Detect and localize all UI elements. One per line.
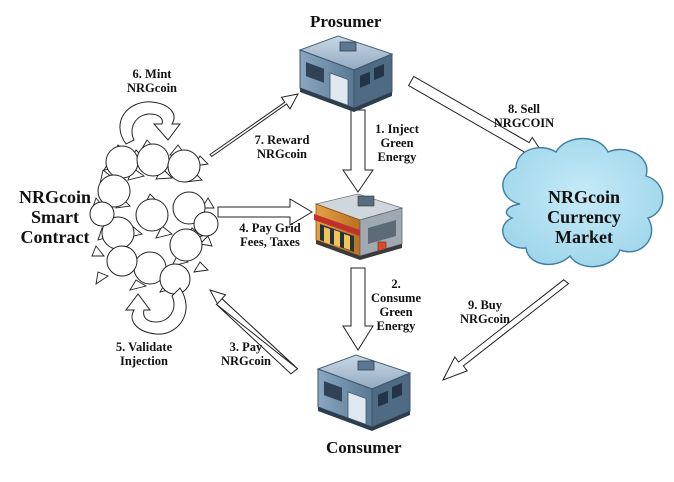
edge-label-mint-line-1: 6. Mint xyxy=(132,67,172,81)
prosumer-label: Prosumer xyxy=(310,12,382,31)
contract-label-line-2: Smart xyxy=(31,206,79,227)
arrow-consume xyxy=(342,267,374,351)
grid-store-icon xyxy=(314,193,404,260)
edge-label-pay-grid-line-1: 4. Pay Grid xyxy=(239,221,301,235)
edge-label-pay-line-2: NRGcoin xyxy=(221,354,271,368)
edge-label-sell: 8. Sell NRGCOIN xyxy=(489,102,559,130)
arrow-pay-grid xyxy=(217,198,313,226)
edge-label-inject: 1. Inject Green Energy xyxy=(365,122,429,164)
edge-label-pay-line-1: 3. Pay xyxy=(229,340,263,354)
arrow-pay xyxy=(208,289,299,375)
consumer-label: Consumer xyxy=(326,438,402,457)
edge-label-consume-line-1: 2. xyxy=(391,277,401,291)
edge-label-consume-line-3: Green xyxy=(379,305,413,319)
edge-label-mint: 6. Mint NRGcoin xyxy=(117,67,187,95)
edge-label-reward-line-2: NRGcoin xyxy=(257,147,307,161)
edge-label-sell-line-1: 8. Sell xyxy=(508,102,540,116)
edge-label-inject-line-3: Energy xyxy=(377,150,417,164)
prosumer-building-icon xyxy=(298,35,394,112)
edge-label-buy: 9. Buy NRGcoin xyxy=(450,298,520,326)
edge-label-validate-line-2: Injection xyxy=(120,354,168,368)
arrow-inject xyxy=(342,109,374,193)
edge-label-inject-line-2: Green xyxy=(380,136,414,150)
arrow-reward xyxy=(209,93,299,158)
market-label-line-2: Currency xyxy=(547,206,621,227)
consumer-building-icon xyxy=(316,354,412,431)
contract-label: NRGcoin Smart Contract xyxy=(16,187,94,247)
contract-label-line-3: Contract xyxy=(20,226,90,247)
edge-label-pay-grid-line-2: Fees, Taxes xyxy=(240,235,300,249)
market-cloud-shape xyxy=(502,137,664,268)
edge-label-pay-grid: 4. Pay Grid Fees, Taxes xyxy=(228,221,312,249)
edge-label-consume-line-2: Consume xyxy=(370,291,421,305)
edge-label-validate: 5. Validate Injection xyxy=(104,340,184,368)
edge-label-pay: 3. Pay NRGcoin xyxy=(208,340,284,368)
contract-label-line-1: NRGcoin xyxy=(19,187,91,207)
blockchain-network-icon xyxy=(89,139,219,295)
market-label: NRGcoin Currency Market xyxy=(538,187,630,247)
edge-label-buy-line-2: NRGcoin xyxy=(460,312,510,326)
arrow-buy xyxy=(441,279,570,381)
market-label-line-3: Market xyxy=(555,226,613,247)
edge-label-sell-line-2: NRGCOIN xyxy=(493,116,555,130)
mint-loop-arrow xyxy=(119,101,181,145)
network-nodes xyxy=(89,143,219,295)
edge-label-validate-line-1: 5. Validate xyxy=(115,340,173,354)
edge-label-consume-line-4: Energy xyxy=(376,319,416,333)
market-label-line-1: NRGcoin xyxy=(548,187,620,207)
edge-label-reward-line-1: 7. Reward xyxy=(254,133,310,147)
validate-loop-arrow xyxy=(125,287,187,335)
edge-label-reward: 7. Reward NRGcoin xyxy=(242,133,322,161)
edge-label-mint-line-2: NRGcoin xyxy=(127,81,177,95)
edge-label-buy-line-1: 9. Buy xyxy=(467,298,503,312)
edge-label-inject-line-1: 1. Inject xyxy=(375,122,419,136)
edge-label-consume: 2. Consume Green Energy xyxy=(364,277,428,333)
